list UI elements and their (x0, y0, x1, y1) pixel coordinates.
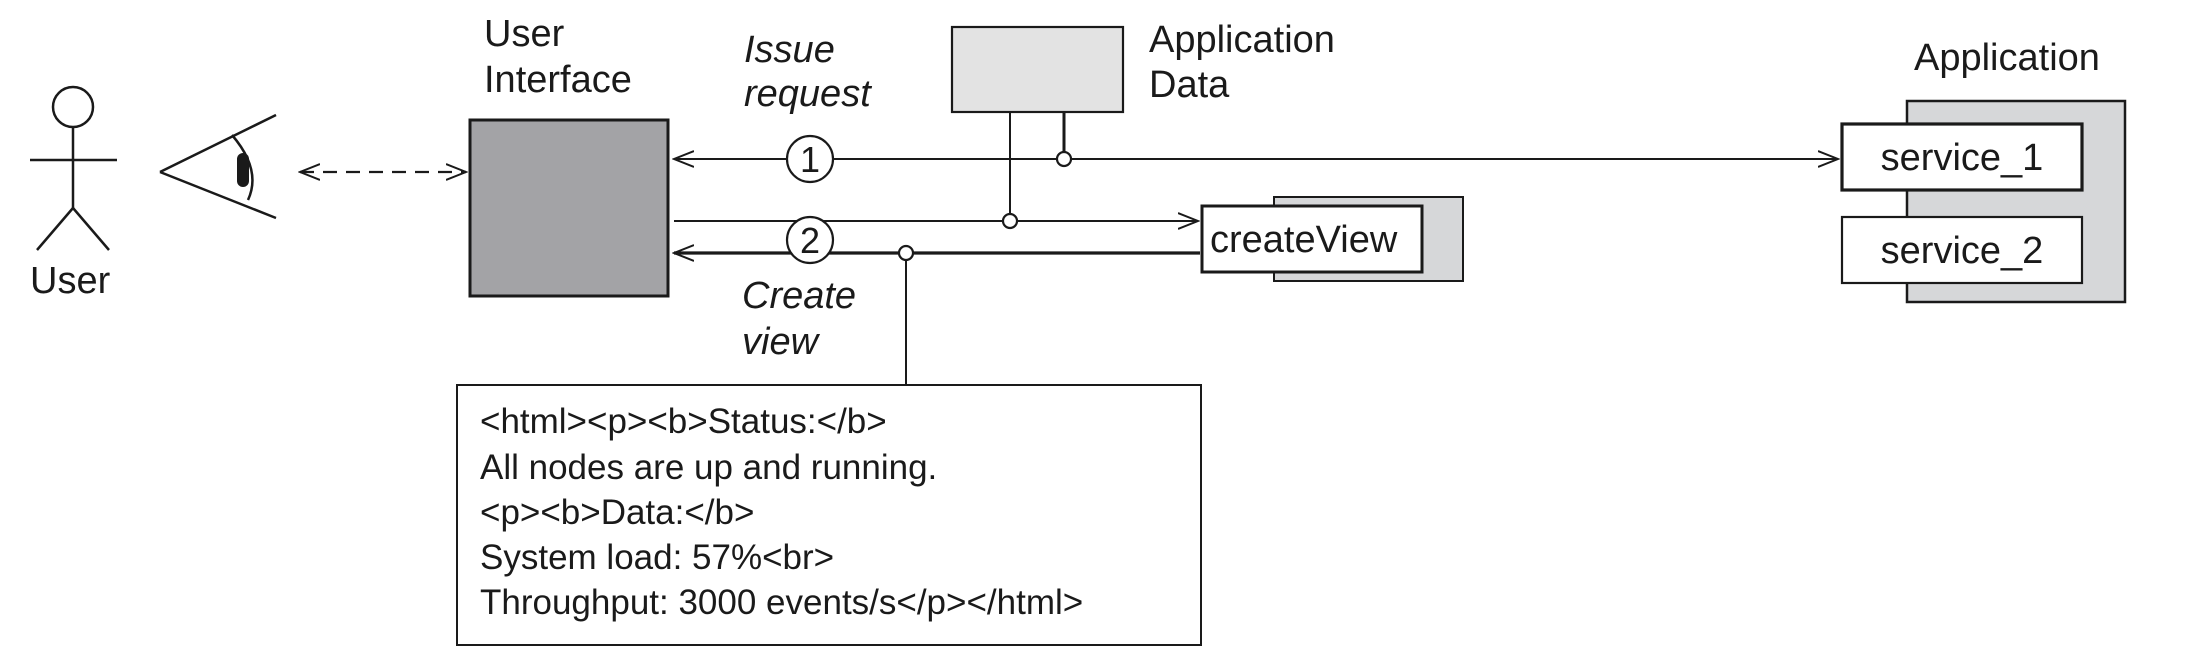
step-1-number: 1 (800, 139, 820, 180)
note-line-5: Throughput: 3000 events/s</p></html> (480, 583, 1083, 622)
step-1-marker (785, 134, 835, 184)
ui-title-line1: User (484, 13, 565, 55)
note-line-1: <html><p><b>Status:</b> (480, 402, 887, 441)
ui-title-line2: Interface (484, 59, 632, 101)
note-line-2: All nodes are up and running. (480, 448, 937, 487)
user-actor (30, 85, 117, 251)
note-line-3: <p><b>Data:</b> (480, 493, 754, 532)
createview-label: createView (1210, 219, 1398, 261)
note-line-4: System load: 57%<br> (480, 538, 834, 577)
service-1-box (1840, 122, 2084, 192)
create-view-line1: Create (742, 275, 856, 317)
app-data-label-line2: Data (1149, 64, 1230, 106)
application-data-box (950, 25, 1125, 114)
application-title: Application (1914, 37, 2100, 79)
service-2-label: service_2 (1881, 230, 2044, 272)
issue-request-line2: request (744, 73, 872, 115)
step-2-marker (785, 215, 835, 265)
step-2-number: 2 (800, 220, 820, 261)
html-note-box (456, 384, 1202, 646)
app-data-junction-2 (1001, 212, 1019, 230)
createview-box (1200, 204, 1424, 274)
eye-icon (159, 113, 277, 220)
service-1-label: service_1 (1881, 137, 2044, 179)
user-interface-box (468, 118, 670, 298)
issue-request-line1: Issue (744, 29, 835, 71)
create-view-line2: view (742, 321, 821, 363)
service-2-box (1840, 215, 2084, 285)
note-junction (897, 244, 915, 262)
user-label: User (30, 260, 111, 302)
app-data-junction-1 (1055, 150, 1073, 168)
app-data-label-line1: Application (1149, 19, 1335, 61)
